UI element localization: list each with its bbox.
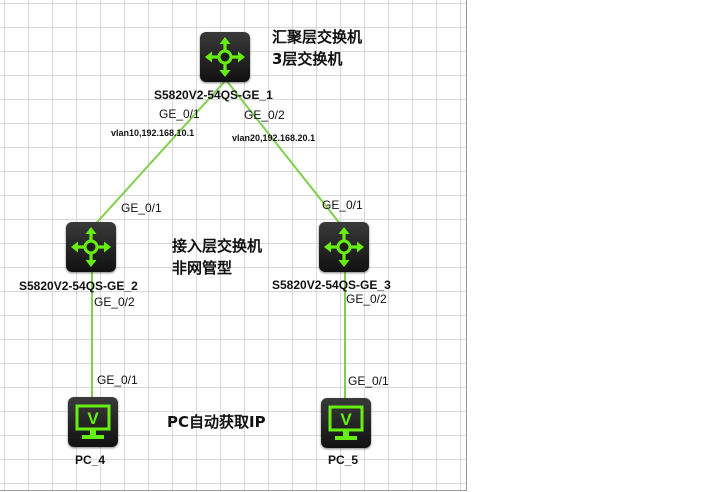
pc-4-name: PC_4 xyxy=(75,453,106,467)
access-note: 接入层交换机 非网管型 xyxy=(172,235,262,279)
core-port-left: GE_0/1 xyxy=(159,107,200,121)
pc-4[interactable]: V xyxy=(68,397,118,447)
topology-canvas: V V S5820V2-54QS-GE_1 S5820V2-54QS-GE_2 … xyxy=(0,0,467,491)
svg-text:V: V xyxy=(340,410,352,429)
pc-4-port: GE_0/1 xyxy=(97,373,138,387)
switch-icon xyxy=(205,37,245,77)
link-core-to-access-left[interactable] xyxy=(89,79,227,231)
access-note-line1: 接入层交换机 xyxy=(172,237,263,255)
access-switch-left[interactable] xyxy=(66,222,116,272)
access-switch-left-name: S5820V2-54QS-GE_2 xyxy=(19,279,138,293)
link-core-to-access-right[interactable] xyxy=(225,79,346,231)
access-left-uplink-port: GE_0/1 xyxy=(121,201,162,215)
svg-text:V: V xyxy=(87,409,99,428)
core-note-line2: 3层交换机 xyxy=(272,50,343,68)
switch-icon xyxy=(71,227,111,267)
access-right-downlink-port: GE_0/2 xyxy=(346,292,387,306)
access-right-uplink-port: GE_0/1 xyxy=(322,198,363,212)
pc-5-port: GE_0/1 xyxy=(348,374,389,388)
core-switch-name: S5820V2-54QS-GE_1 xyxy=(154,88,273,102)
core-switch[interactable] xyxy=(200,32,250,82)
pc-note: PC自动获取IP xyxy=(167,413,266,431)
pc-5[interactable]: V xyxy=(321,398,371,448)
access-note-line2: 非网管型 xyxy=(172,259,233,277)
switch-icon xyxy=(324,227,364,267)
access-switch-right-name: S5820V2-54QS-GE_3 xyxy=(272,278,391,292)
access-switch-right[interactable] xyxy=(319,222,369,272)
pc-monitor-icon: V xyxy=(75,404,111,439)
links-layer xyxy=(89,79,346,400)
pc-5-name: PC_5 xyxy=(328,453,359,467)
core-note-line1: 汇聚层交换机 xyxy=(272,28,363,46)
pc-monitor-icon: V xyxy=(328,405,364,440)
vlan-label-right: vlan20,192.168.20.1 xyxy=(232,133,316,143)
vlan-label-left: vlan10,192.168.10.1 xyxy=(111,128,195,138)
access-left-downlink-port: GE_0/2 xyxy=(94,295,135,309)
core-port-right: GE_0/2 xyxy=(244,108,285,122)
core-note: 汇聚层交换机 3层交换机 xyxy=(272,26,362,70)
